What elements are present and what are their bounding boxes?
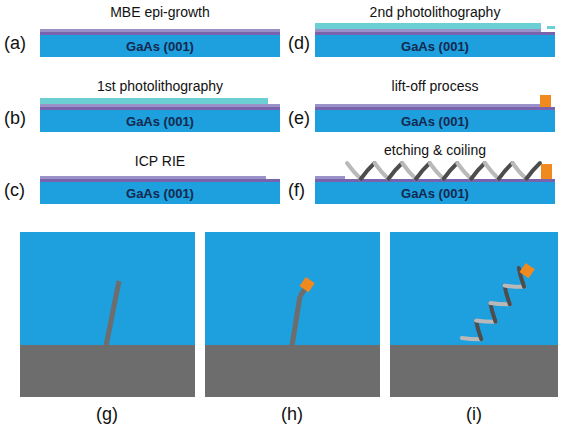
mesa (390, 345, 558, 397)
substrate-top-view (390, 232, 558, 345)
step-title: 2nd photolithography (370, 5, 501, 20)
step-title: etching & coiling (384, 143, 486, 158)
substrate-label: GaAs (001) (126, 114, 194, 129)
coil (462, 268, 524, 339)
coil-winding (375, 163, 389, 179)
coil-winding (402, 163, 416, 179)
photoresist (547, 26, 555, 29)
step-title: ICP RIE (135, 154, 185, 169)
coil-winding (485, 163, 499, 179)
metal-pad (519, 263, 534, 278)
strip (106, 281, 119, 346)
coil-winding (416, 163, 430, 179)
metal-pad (299, 277, 314, 292)
step-title: MBE epi-growth (110, 5, 210, 20)
substrate-label: GaAs (001) (401, 39, 469, 54)
substrate: GaAs (001) (40, 35, 280, 57)
strip (300, 289, 305, 296)
panel-letter: (e) (288, 109, 310, 129)
coil-winding (512, 163, 526, 179)
photoresist (315, 23, 541, 29)
photoresist (40, 98, 268, 104)
substrate: GaAs (001) (315, 35, 555, 57)
panel-letter: (c) (4, 181, 25, 201)
coil-winding (462, 338, 482, 339)
substrate-label: GaAs (001) (401, 186, 469, 201)
coil (347, 163, 540, 179)
coil-winding (476, 320, 481, 339)
panel-letter: (i) (466, 405, 482, 425)
coil-winding (505, 285, 525, 286)
panel-letter: (g) (96, 405, 118, 425)
panel-letter: (a) (4, 34, 26, 54)
substrate-top-view (205, 232, 380, 345)
step-title: 1st photolithography (97, 79, 223, 94)
metal-pad (540, 95, 551, 107)
substrate: GaAs (001) (315, 110, 555, 132)
epi-layer (315, 29, 541, 32)
coil-winding (526, 163, 540, 179)
coil-winding (471, 163, 485, 179)
coil-winding (361, 163, 375, 179)
substrate: GaAs (001) (40, 110, 280, 132)
substrate: GaAs (001) (315, 182, 555, 204)
coil-winding (490, 303, 510, 304)
epi-layer (40, 29, 280, 32)
epi-layer (40, 104, 280, 107)
panel-letter: (d) (288, 34, 310, 54)
mesa (205, 345, 380, 397)
coil-winding (499, 163, 513, 179)
substrate-label: GaAs (001) (126, 39, 194, 54)
step-title: lift-off process (392, 79, 479, 94)
strip (292, 296, 300, 346)
substrate-label: GaAs (001) (126, 186, 194, 201)
coil-winding (430, 163, 444, 179)
mesa (20, 345, 195, 397)
coil-winding (347, 163, 361, 179)
epi-layer (40, 176, 266, 179)
metal-pad (541, 164, 552, 179)
substrate-top-view (20, 232, 195, 345)
substrate: GaAs (001) (40, 182, 280, 204)
epi-layer (315, 176, 345, 179)
panel-letter: (b) (4, 109, 26, 129)
coil-winding (476, 320, 496, 321)
coil-winding (457, 163, 471, 179)
panel-letter: (h) (281, 405, 303, 425)
coil-winding (490, 303, 495, 322)
epi-layer (315, 104, 541, 107)
panel-letter: (f) (288, 181, 305, 201)
coil-winding (444, 163, 458, 179)
coil-winding (388, 163, 402, 179)
coil-winding (505, 285, 510, 304)
substrate-label: GaAs (001) (401, 114, 469, 129)
